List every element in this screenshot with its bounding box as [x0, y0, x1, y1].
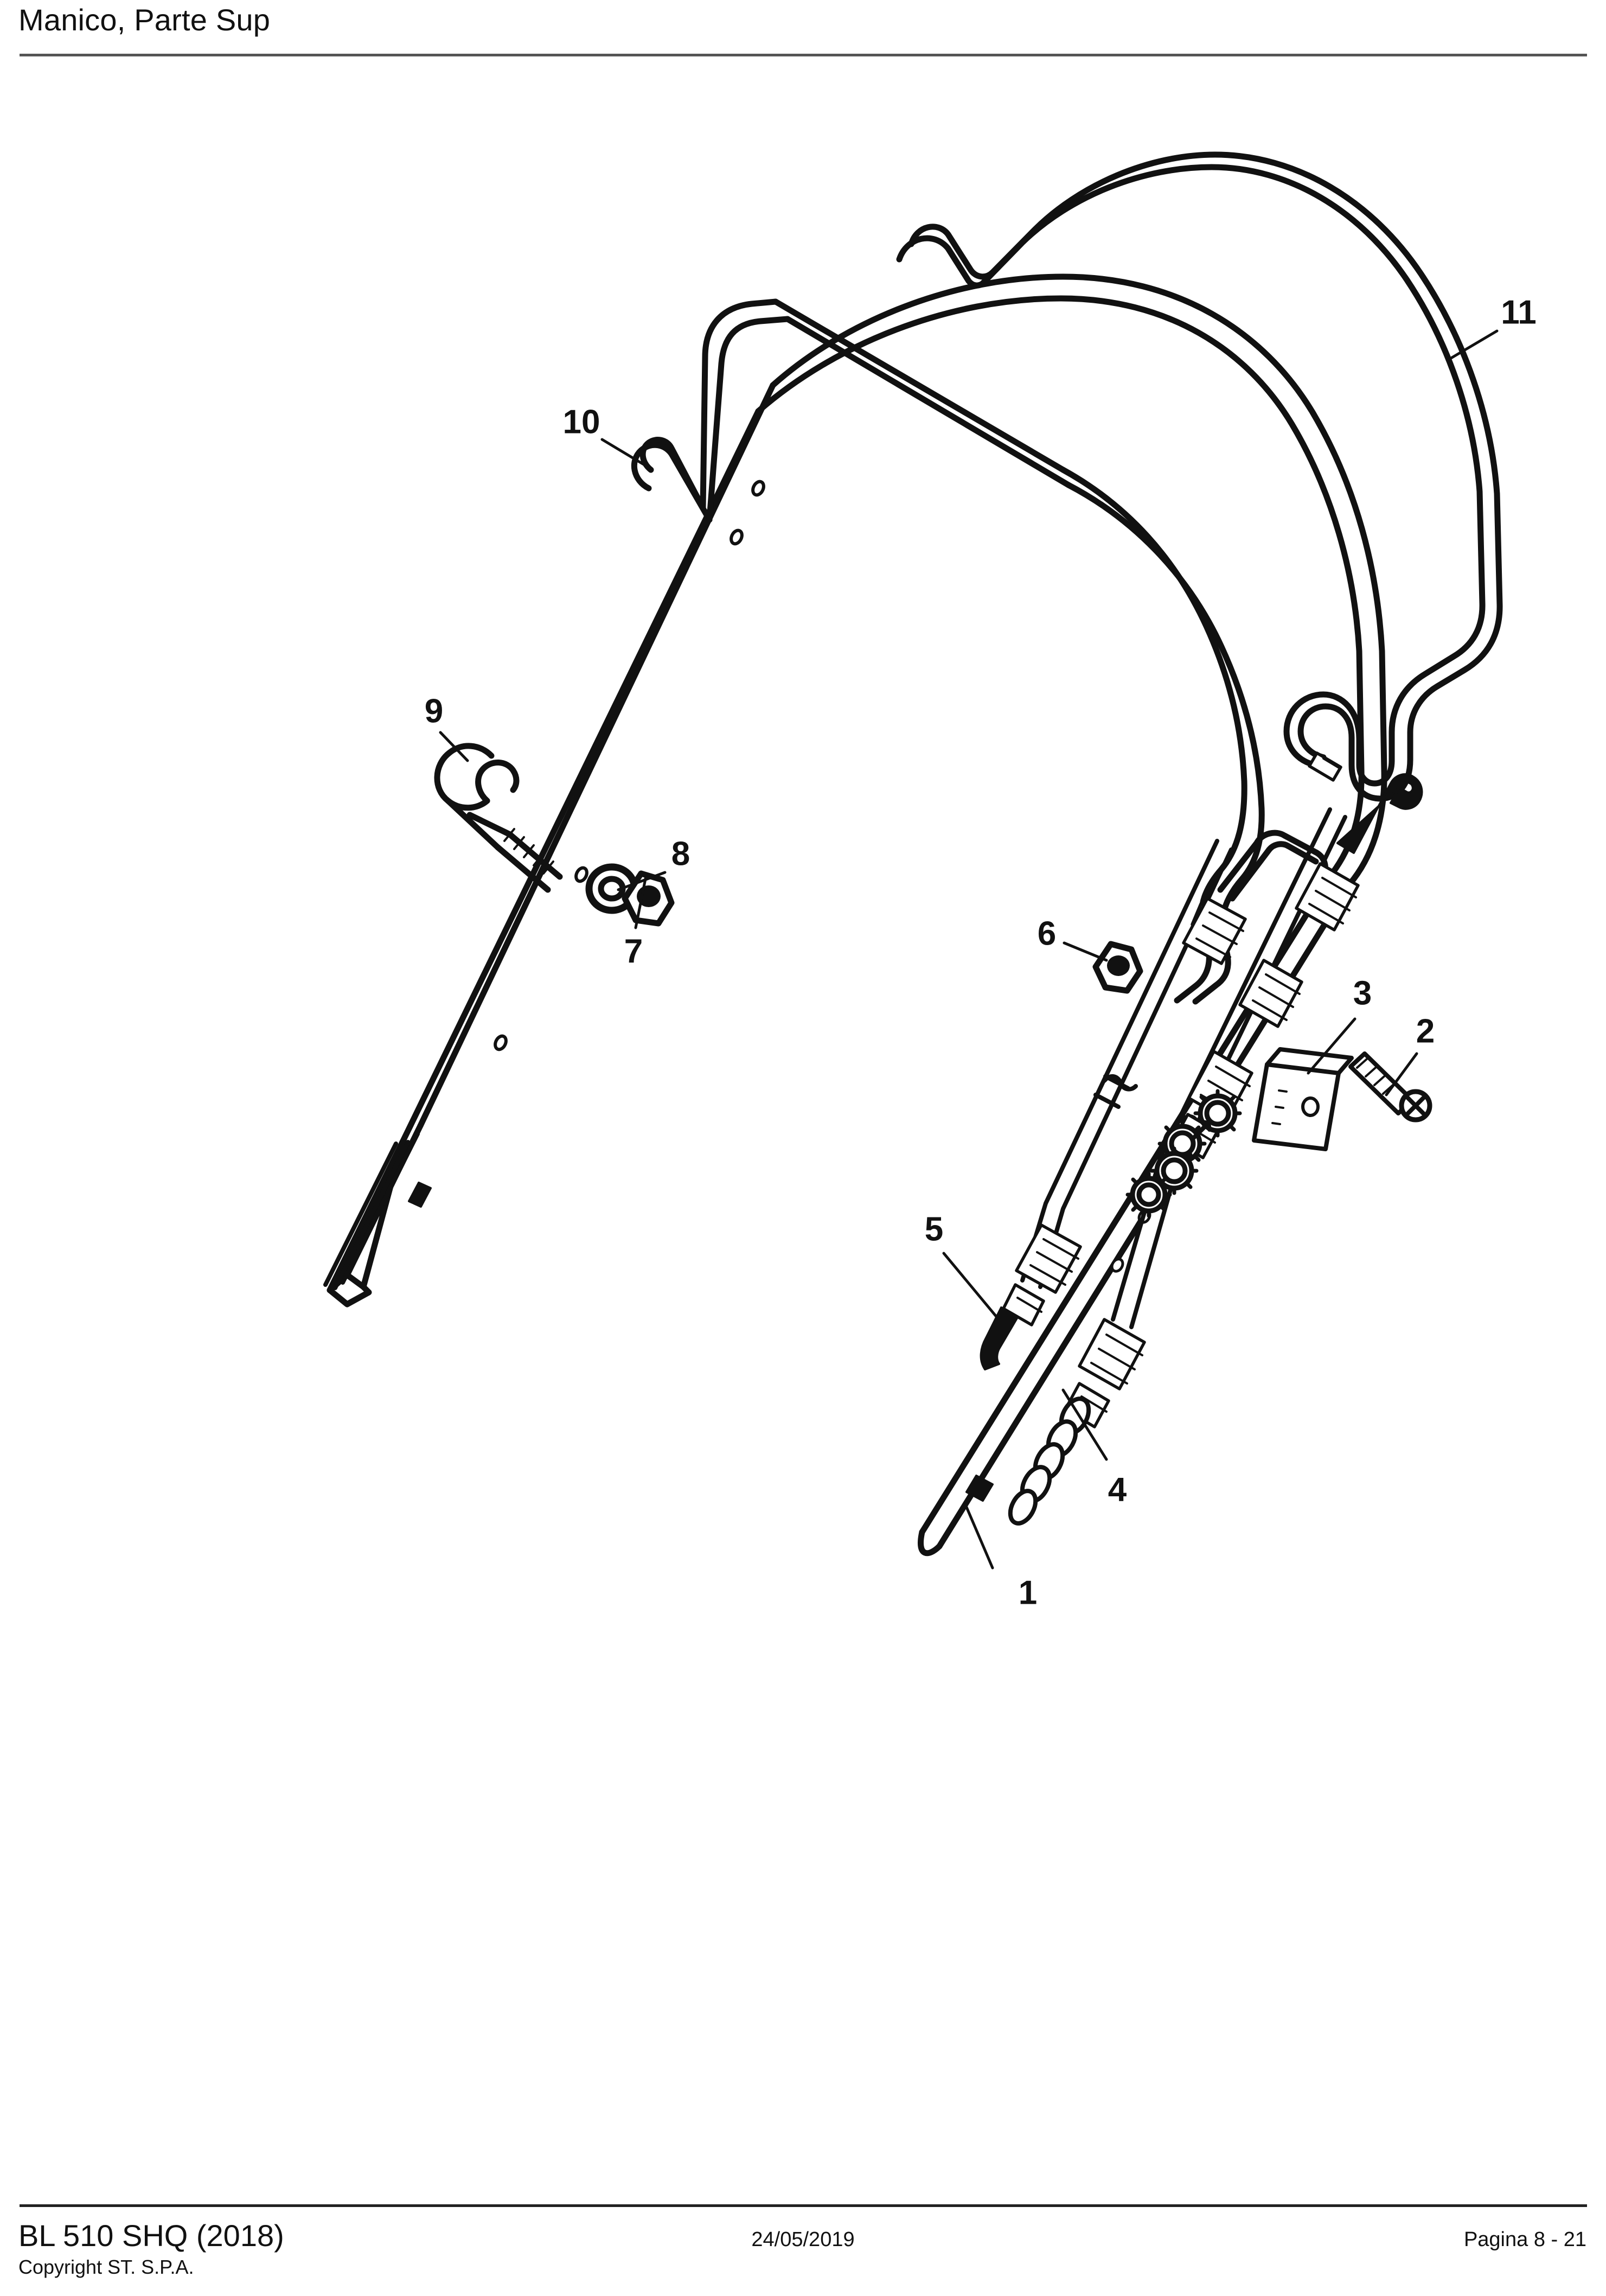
callout-6: 6	[1038, 915, 1056, 952]
part-9-hook-bolt	[434, 743, 563, 893]
callout-3: 3	[1353, 974, 1372, 1012]
callout-10: 10	[563, 403, 600, 441]
hook-bolt-thread	[495, 828, 563, 893]
cable-adjuster-a	[1182, 897, 1247, 965]
callout-numbers: 1 2 3 4 5 6 7 8 9 10 11	[425, 294, 1537, 1611]
part-7-nut	[622, 870, 675, 927]
parts-diagram: 1 2 3 4 5 6 7 8 9 10 11	[0, 60, 1606, 2176]
part-11-safety-bar	[896, 151, 1503, 802]
callout-8: 8	[671, 835, 690, 872]
callout-9: 9	[425, 692, 443, 730]
handle-tube-holes	[494, 480, 765, 1051]
cable-adjuster-b-upper	[1295, 862, 1360, 932]
footer-model: BL 510 SHQ (2018)	[18, 2218, 284, 2253]
callout-leaders	[439, 329, 1499, 1570]
footer-copyright: Copyright ST. S.P.A.	[18, 2256, 194, 2278]
callout-4: 4	[1108, 1471, 1127, 1508]
callout-11: 11	[1501, 294, 1537, 331]
serrated-washer	[1125, 1171, 1172, 1218]
handle-frame-rear-tube	[399, 382, 776, 1145]
callout-5: 5	[925, 1210, 943, 1248]
footer-page-number: Pagina 8 - 21	[1463, 2228, 1586, 2251]
callout-7: 7	[624, 933, 643, 970]
callout-1: 1	[1019, 1574, 1037, 1611]
footer-divider	[20, 2204, 1587, 2207]
serrated-lock-washers	[1125, 1089, 1242, 1218]
part-2-screw	[1348, 1051, 1432, 1123]
cable-barrel-a	[1002, 1223, 1082, 1326]
header-divider	[20, 54, 1587, 56]
cable-adjuster-b-mid	[1238, 959, 1303, 1028]
cable-assembly-left	[980, 830, 1328, 1370]
callout-2: 2	[1416, 1012, 1435, 1050]
page-title: Manico, Parte Sup	[18, 3, 271, 37]
part-3-clamp-plate	[1252, 1047, 1354, 1151]
handle-middle-bar	[755, 273, 1387, 888]
part-5-cable-hook	[980, 1306, 1019, 1370]
footer-date: 24/05/2019	[751, 2228, 855, 2251]
part-10-wire-rod	[631, 298, 1072, 523]
part-6-nut	[1092, 941, 1143, 994]
handle-tube-flat-end	[323, 1123, 432, 1308]
part-4-spring	[1008, 1396, 1091, 1526]
